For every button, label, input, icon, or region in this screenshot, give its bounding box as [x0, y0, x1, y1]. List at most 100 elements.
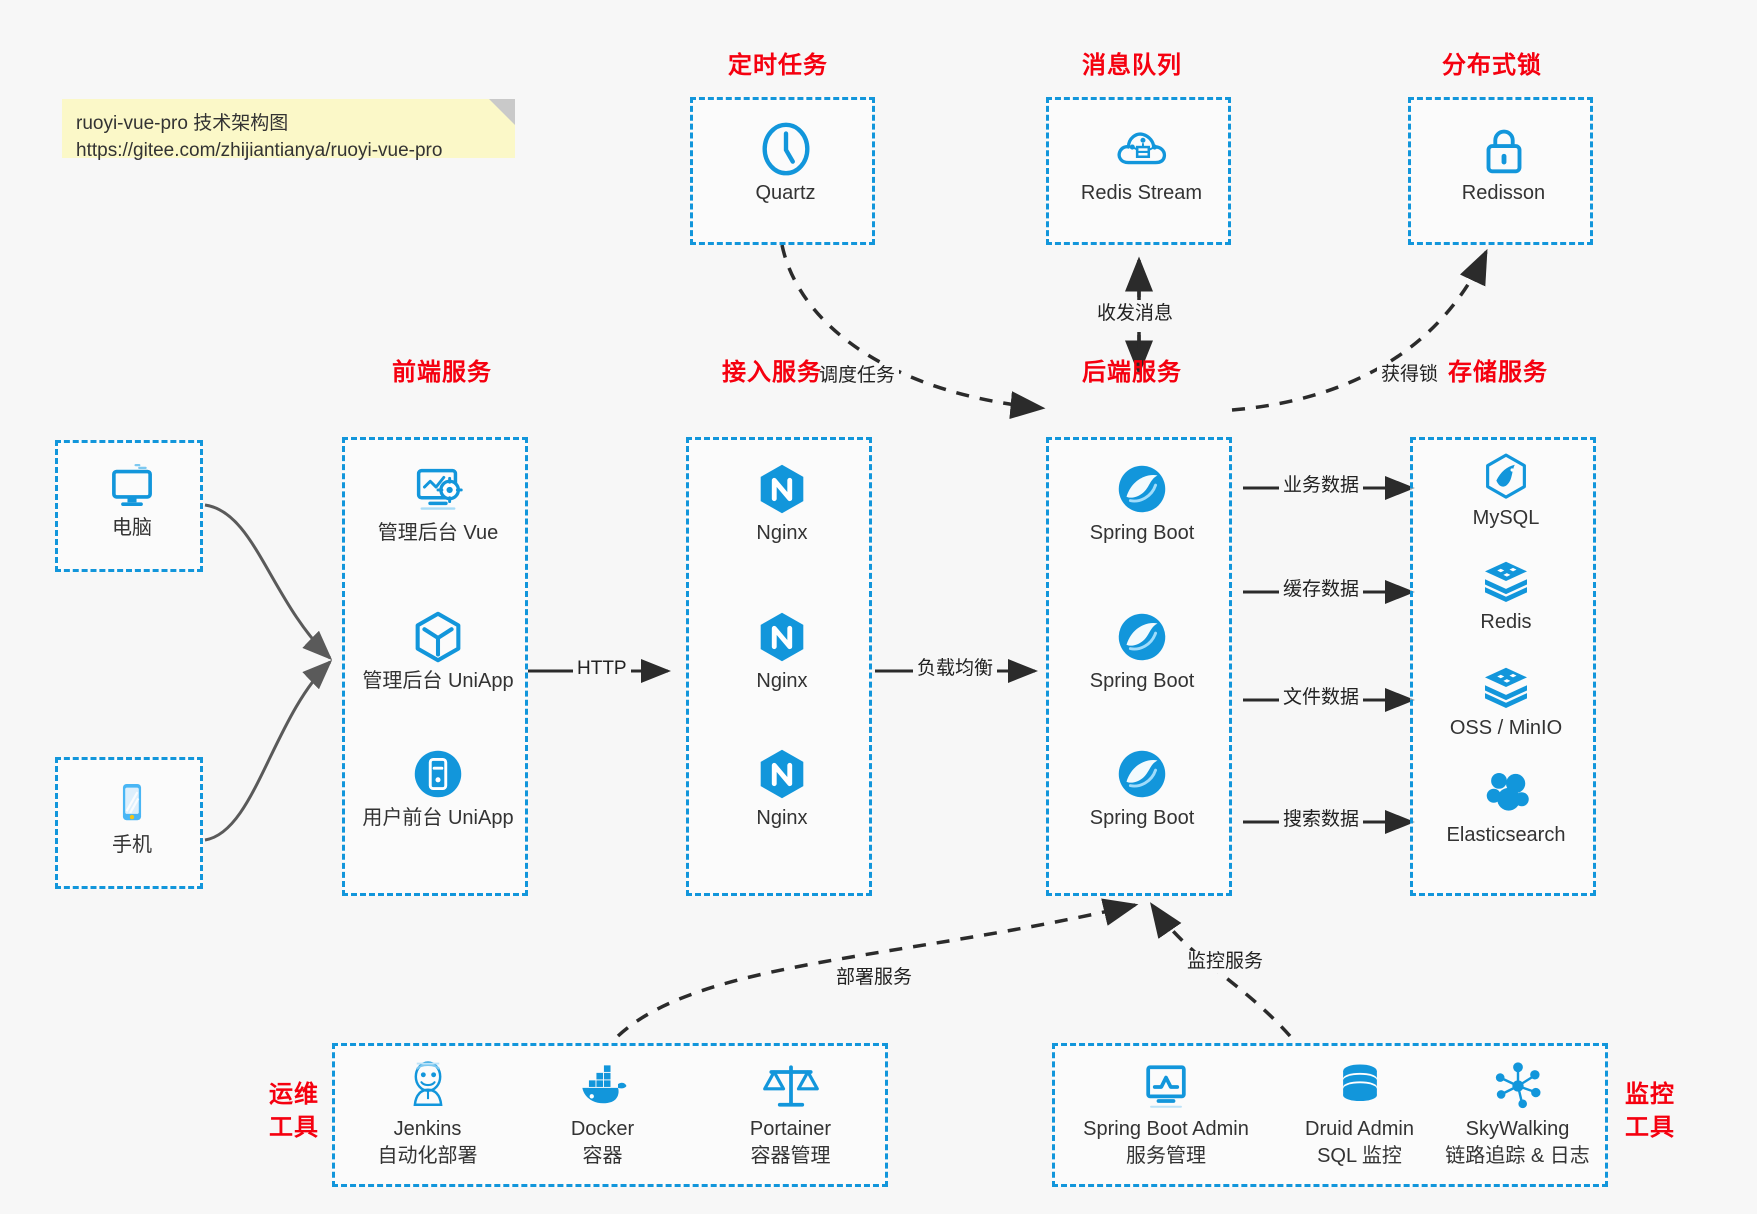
node-desc: 自动化部署: [377, 1145, 478, 1167]
node-mobile[interactable]: 手机: [58, 774, 206, 859]
edge-label-cache-data: 缓存数据: [1279, 579, 1364, 601]
node-nginx-3[interactable]: Nginx: [689, 743, 875, 832]
frontend-box[interactable]: 管理后台 Vue 管理后台 UniApp 用户前台 UniApp: [342, 437, 528, 896]
node-label: 管理后台 Vue: [377, 522, 499, 544]
elasticsearch-icon: [1486, 773, 1529, 811]
node-label: 管理后台 UniApp: [362, 670, 514, 692]
node-label: 电脑: [112, 517, 152, 539]
sticky-note: ruoyi-vue-pro 技术架构图 https://gitee.com/zh…: [62, 99, 515, 161]
spring-icon: [1118, 613, 1166, 661]
node-label: Spring Boot: [1089, 807, 1195, 829]
node-jenkins[interactable]: Jenkins 自动化部署: [345, 1056, 510, 1170]
node-label: Redis: [1480, 611, 1532, 633]
mq-box[interactable]: Redis Stream: [1046, 97, 1231, 245]
redis-icon: [1485, 561, 1527, 602]
node-desc: 链路追踪 & 日志: [1445, 1145, 1590, 1167]
edge-label-business-data: 业务数据: [1279, 475, 1364, 497]
edge-label-file-data: 文件数据: [1279, 687, 1364, 709]
node-spring-boot-3[interactable]: Spring Boot: [1049, 743, 1235, 832]
node-spring-boot-admin[interactable]: Spring Boot Admin 服务管理: [1061, 1056, 1271, 1170]
jenkins-icon: [413, 1061, 442, 1106]
node-label: Nginx: [756, 807, 808, 829]
node-label: Nginx: [756, 522, 808, 544]
edge-label-deploy-service: 部署服务: [832, 967, 917, 989]
desktop-icon: [112, 464, 152, 506]
monitor-title-line-2: 工具: [1625, 1114, 1675, 1141]
nginx-icon: [760, 749, 804, 799]
group-title-monitor: 监控 工具: [1618, 1078, 1682, 1144]
storage-box[interactable]: MySQL Redis OSS / MinIO: [1410, 437, 1596, 896]
node-desktop[interactable]: 电脑: [58, 457, 206, 542]
monitor-box[interactable]: Spring Boot Admin 服务管理 Druid Admin SQL 监…: [1052, 1043, 1608, 1187]
node-label: Docker: [570, 1118, 635, 1140]
node-label: Jenkins: [393, 1118, 462, 1140]
lock-icon: [1486, 129, 1521, 174]
node-desc: 容器管理: [750, 1145, 831, 1167]
node-elasticsearch[interactable]: Elasticsearch: [1413, 766, 1599, 849]
node-spring-boot-1[interactable]: Spring Boot: [1049, 458, 1235, 547]
spring-icon: [1118, 750, 1166, 798]
node-redisson[interactable]: Redisson: [1411, 118, 1596, 207]
edge-label-acquire-lock: 获得锁: [1377, 364, 1443, 386]
edge-label-schedule-task: 调度任务: [815, 365, 900, 387]
node-label: Spring Boot: [1089, 670, 1195, 692]
node-druid-admin[interactable]: Druid Admin SQL 监控: [1277, 1056, 1442, 1170]
node-admin-vue[interactable]: 管理后台 Vue: [345, 458, 531, 547]
clock-icon: [762, 122, 809, 176]
node-mysql[interactable]: MySQL: [1413, 449, 1599, 532]
node-oss-minio[interactable]: OSS / MinIO: [1413, 659, 1599, 742]
node-quartz[interactable]: Quartz: [693, 118, 878, 207]
client-mobile-box[interactable]: 手机: [55, 757, 203, 889]
node-spring-boot-2[interactable]: Spring Boot: [1049, 606, 1235, 695]
node-desc: SQL 监控: [1317, 1145, 1402, 1167]
group-title-backend: 后端服务: [1082, 359, 1182, 386]
node-label: Druid Admin: [1305, 1118, 1414, 1140]
node-label: 手机: [112, 834, 152, 856]
node-label: SkyWalking: [1465, 1118, 1570, 1140]
cloud-stream-icon: [1117, 132, 1166, 165]
group-title-frontend: 前端服务: [392, 359, 492, 386]
node-label: Elasticsearch: [1446, 824, 1566, 846]
monitor-chart-icon: [1146, 1065, 1186, 1108]
node-redis-stream[interactable]: Redis Stream: [1049, 118, 1234, 207]
spring-icon: [1118, 465, 1166, 513]
node-nginx-1[interactable]: Nginx: [689, 458, 875, 547]
node-label: Spring Boot Admin: [1083, 1118, 1249, 1140]
devops-box[interactable]: Jenkins 自动化部署 Docker 容器: [332, 1043, 888, 1187]
monitor-title-line-1: 监控: [1625, 1081, 1675, 1108]
cube-icon: [415, 611, 461, 663]
docker-icon: [581, 1065, 626, 1104]
edge-label-send-receive: 收发消息: [1093, 303, 1178, 325]
node-portainer[interactable]: Portainer 容器管理: [703, 1056, 878, 1170]
edge-label-search-data: 搜索数据: [1279, 809, 1364, 831]
note-fold-icon: [489, 99, 515, 125]
group-title-gateway: 接入服务: [722, 359, 822, 386]
nginx-icon: [760, 612, 804, 662]
node-redis[interactable]: Redis: [1413, 553, 1599, 636]
node-docker[interactable]: Docker 容器: [520, 1056, 685, 1170]
node-nginx-2[interactable]: Nginx: [689, 606, 875, 695]
node-label: Spring Boot: [1089, 522, 1195, 544]
node-label: Nginx: [756, 670, 808, 692]
node-skywalking[interactable]: SkyWalking 链路追踪 & 日志: [1430, 1056, 1605, 1170]
group-title-mq: 消息队列: [1082, 52, 1182, 79]
mysql-icon: [1486, 453, 1526, 499]
mobile-icon: [122, 783, 142, 821]
group-title-lock: 分布式锁: [1442, 52, 1542, 79]
app-circle-icon: [414, 750, 462, 798]
note-line-1: ruoyi-vue-pro 技术架构图: [76, 113, 289, 134]
node-user-uniapp[interactable]: 用户前台 UniApp: [345, 743, 531, 832]
dashboard-gear-icon: [416, 468, 463, 510]
lock-box[interactable]: Redisson: [1408, 97, 1593, 245]
devops-title-line-2: 工具: [269, 1114, 319, 1141]
node-desc: 容器: [582, 1145, 623, 1167]
backend-box[interactable]: Spring Boot Spring Boot Spring Boot: [1046, 437, 1232, 896]
client-desktop-box[interactable]: 电脑: [55, 440, 203, 572]
scheduler-box[interactable]: Quartz: [690, 97, 875, 245]
gateway-box[interactable]: Nginx Nginx Nginx: [686, 437, 872, 896]
group-title-storage: 存储服务: [1448, 359, 1548, 386]
edge-label-http: HTTP: [573, 658, 631, 680]
node-admin-uniapp[interactable]: 管理后台 UniApp: [345, 606, 531, 695]
node-label: Redisson: [1461, 182, 1546, 204]
node-label: Quartz: [755, 182, 816, 204]
